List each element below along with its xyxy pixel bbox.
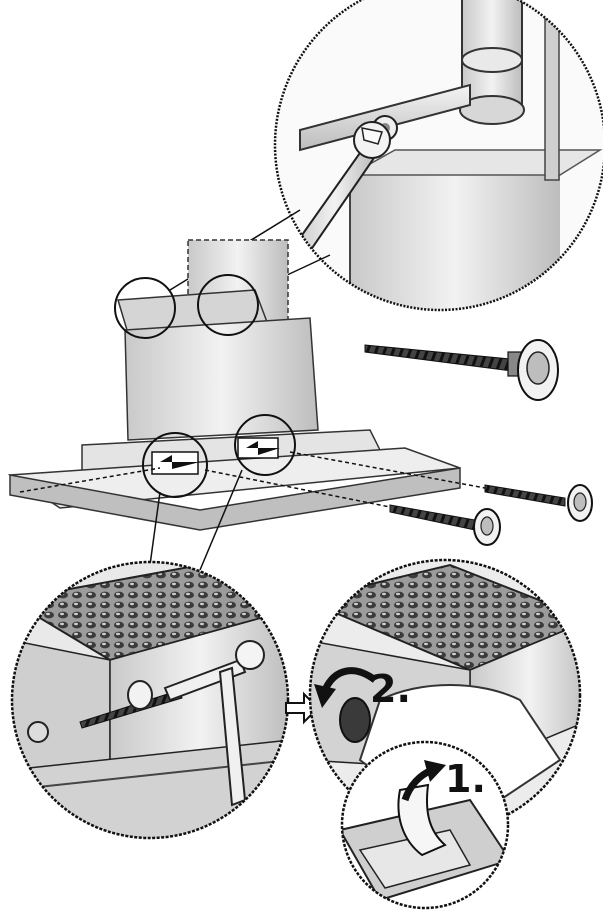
leader-line [199, 469, 243, 571]
detail-circle-bottom-right: 2. [308, 558, 582, 832]
detail-marker [142, 432, 208, 498]
screw-icon [484, 484, 593, 522]
leader-line [149, 491, 161, 566]
screw-icon [364, 339, 559, 401]
detail-marker [197, 274, 259, 336]
detail-circle-inset: 1. [340, 740, 510, 910]
detail-marker [234, 414, 296, 476]
hood-drawing [7, 239, 486, 531]
arrow-right-icon [285, 691, 320, 725]
curved-arrow-icon [314, 667, 378, 708]
detail-marker [114, 277, 176, 339]
detail-circle-bottom-left [10, 560, 290, 840]
detail-circle-top [273, 0, 603, 312]
step-label-1: 1. [445, 757, 486, 801]
step-label-2: 2. [370, 667, 411, 711]
curved-arrow-icon [401, 760, 446, 802]
screw-icon [389, 504, 501, 546]
